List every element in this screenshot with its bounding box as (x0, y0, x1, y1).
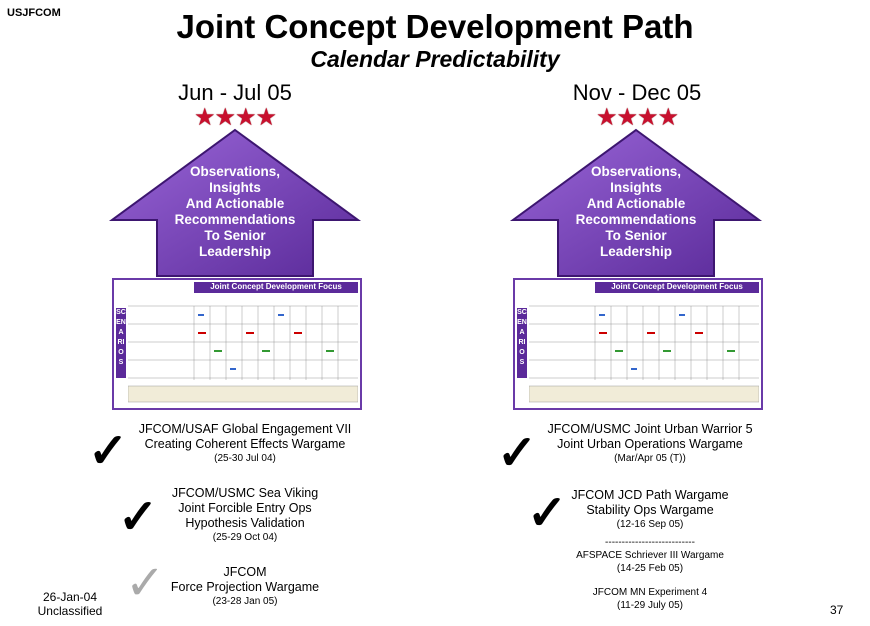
period-right: Nov - Dec 05 (572, 80, 702, 105)
event-line: Joint Urban Operations Wargame (557, 437, 743, 451)
arrow-text-right: Observations, Insights And Actionable Re… (559, 164, 713, 260)
check-icon: ✓ (497, 427, 538, 480)
arrow-up-right (509, 128, 763, 277)
event-date: (23-28 Jan 05) (212, 596, 278, 607)
arrow-line: Leadership (198, 244, 272, 259)
event-left-3: JFCOM Force Projection Wargame (23-28 Ja… (150, 565, 340, 608)
arrow-up-left (108, 128, 362, 277)
arrow-line: And Actionable (185, 196, 285, 211)
event-right-2: JFCOM JCD Path Wargame Stability Ops War… (555, 488, 745, 531)
event-date: (14-25 Feb 05) (616, 563, 684, 574)
footer-date-block: 26-Jan-04 Unclassified (20, 590, 120, 618)
event-line: JFCOM JCD Path Wargame (571, 488, 729, 502)
slide-subtitle: Calendar Predictability (310, 46, 560, 72)
event-date: (Mar/Apr 05 (T)) (614, 453, 686, 464)
arrow-line: Recommendations (575, 212, 697, 227)
arrow-line: Insights (209, 180, 261, 195)
chart-grid (128, 305, 358, 403)
page-number: 37 (830, 603, 844, 617)
event-line: JFCOM MN Experiment 4 (592, 587, 708, 598)
org-label: USJFCOM (7, 7, 61, 19)
event-line: Force Projection Wargame (170, 580, 320, 594)
event-line: JFCOM/USMC Sea Viking (171, 486, 319, 500)
focus-chart-left: Joint Concept Development Focus SCENARIO… (112, 278, 362, 410)
event-date: (11-29 July 05) (617, 600, 683, 611)
event-line: Joint Forcible Entry Ops (178, 501, 312, 515)
event-date: (25-30 Jul 04) (214, 453, 276, 464)
event-line: Stability Ops Wargame (586, 503, 714, 517)
stars-right: ★★★★ (595, 104, 679, 131)
separator-line: --------------------------- (605, 537, 695, 548)
event-line: JFCOM (223, 565, 267, 579)
arrow-line: Recommendations (174, 212, 296, 227)
event-right-1: JFCOM/USMC Joint Urban Warrior 5 Joint U… (530, 422, 770, 465)
event-line: Hypothesis Validation (185, 516, 305, 530)
check-icon: ✓ (118, 491, 159, 544)
event-date: (25-29 Oct 04) (212, 532, 278, 543)
arrow-line: Leadership (599, 244, 673, 259)
footer-date: 26-Jan-04 (42, 590, 98, 604)
chart-grid (529, 305, 759, 403)
event-right-3: --------------------------- AFSPACE Schr… (555, 536, 745, 575)
stars-left: ★★★★ (193, 104, 277, 131)
arrow-line: Observations, (590, 164, 682, 179)
event-right-4: JFCOM MN Experiment 4 (11-29 July 05) (555, 586, 745, 612)
chart-title: Joint Concept Development Focus (595, 282, 759, 293)
event-line: Creating Coherent Effects Wargame (144, 437, 346, 451)
chart-side-label: SCENARIOS (116, 308, 126, 378)
event-line: JFCOM/USMC Joint Urban Warrior 5 (547, 422, 753, 436)
arrow-line: And Actionable (586, 196, 686, 211)
chart-side-label: SCENARIOS (517, 308, 527, 378)
check-icon: ✓ (125, 557, 166, 610)
arrow-line: To Senior (204, 228, 266, 243)
event-left-2: JFCOM/USMC Sea Viking Joint Forcible Ent… (150, 486, 340, 544)
period-left: Jun - Jul 05 (178, 80, 292, 105)
event-line: AFSPACE Schriever III Wargame (576, 550, 724, 561)
footer-classification: Unclassified (37, 604, 103, 618)
check-icon: ✓ (88, 425, 129, 478)
chart-title: Joint Concept Development Focus (194, 282, 358, 293)
check-icon: ✓ (527, 487, 568, 540)
slide-title: Joint Concept Development Path (176, 8, 694, 45)
arrow-line: Observations, (189, 164, 281, 179)
event-left-1: JFCOM/USAF Global Engagement VII Creatin… (125, 422, 365, 465)
arrow-line: Insights (610, 180, 662, 195)
arrow-line: To Senior (605, 228, 667, 243)
arrow-text-left: Observations, Insights And Actionable Re… (158, 164, 312, 260)
focus-chart-right: Joint Concept Development Focus SCENARIO… (513, 278, 763, 410)
event-line: JFCOM/USAF Global Engagement VII (138, 422, 352, 436)
event-date: (12-16 Sep 05) (616, 519, 684, 530)
